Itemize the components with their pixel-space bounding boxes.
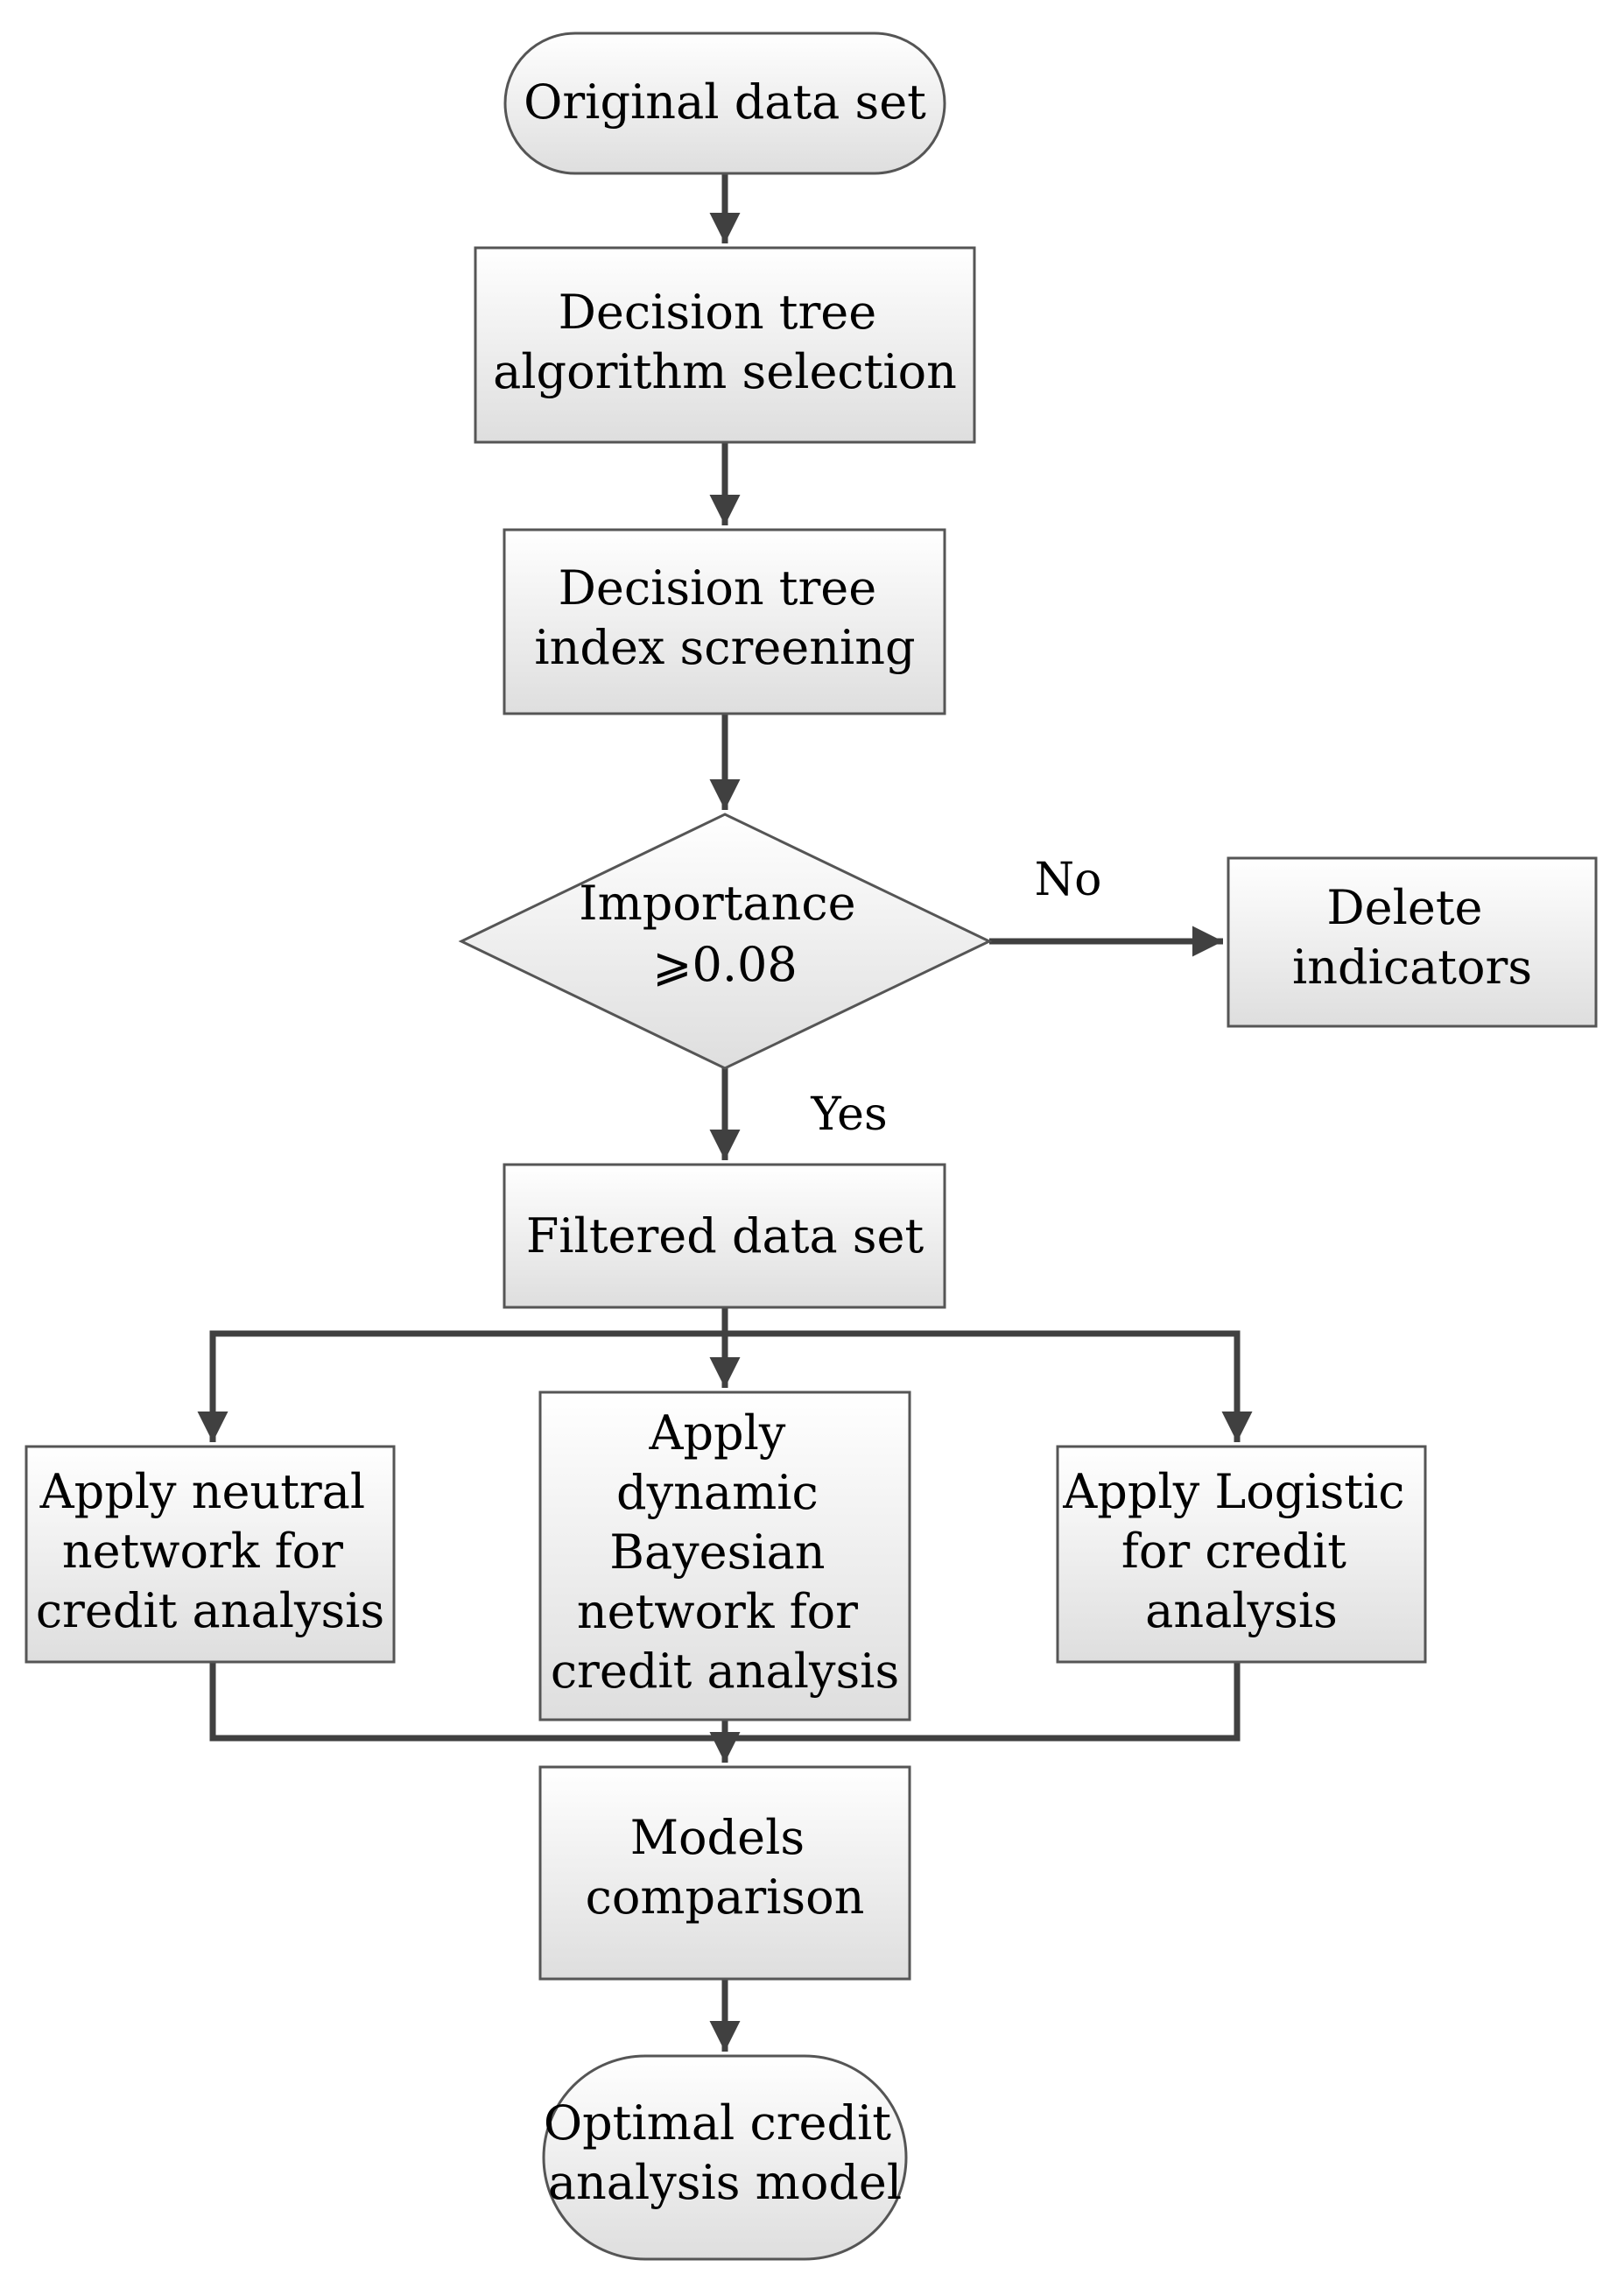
bayesian-network-line-1: Apply — [648, 1405, 785, 1461]
algorithm-selection-line-2: algorithm selection — [493, 344, 957, 399]
bayesian-network-box — [538, 1390, 911, 1721]
connectors — [197, 173, 1253, 2052]
optimal-model-line-1: Optimal credit — [544, 2095, 891, 2151]
line-neural-to-merge — [209, 1662, 725, 1742]
models-comparison-box — [538, 1765, 911, 1981]
models-comparison-line-2: comparison — [586, 1869, 865, 1925]
bayesian-network-line-5: credit analysis — [551, 1644, 899, 1699]
delete-indicators-box — [1227, 856, 1598, 1028]
no-branch-label: No — [1035, 854, 1102, 906]
index-screening-box — [503, 528, 946, 715]
importance-decision-line-2: ⩾0.08 — [652, 937, 797, 992]
models-comparison-line-1: Models — [630, 1810, 805, 1865]
algorithm-selection-box — [474, 246, 976, 444]
filtered-data-set-line: Filtered data set — [526, 1208, 924, 1264]
node-labels: Original data set Decision tree algorith… — [36, 74, 1532, 2210]
importance-decision-line-1: Importance — [579, 876, 855, 931]
start-label: Original data set — [524, 74, 926, 130]
optimal-model-terminal — [542, 2054, 908, 2261]
algorithm-selection-label: Decision tree algorithm selection — [493, 285, 957, 399]
logistic-label: Apply Logistic for credit analysis — [1062, 1464, 1419, 1638]
neural-network-box — [25, 1445, 396, 1664]
arrow-split-to-neural — [197, 1330, 725, 1442]
bayesian-network-line-3: Bayesian — [609, 1524, 825, 1580]
bayesian-network-line-4: network for — [577, 1584, 858, 1639]
bayesian-network-line-2: dynamic — [616, 1465, 819, 1520]
yes-branch-label: Yes — [810, 1088, 887, 1141]
index-screening-line-1: Decision tree — [559, 560, 877, 616]
neural-network-line-3: credit analysis — [36, 1583, 384, 1638]
bayesian-network-label: Apply dynamic Bayesian network for credi… — [551, 1405, 899, 1699]
filtered-data-set-box — [503, 1163, 946, 1309]
optimal-model-label: Optimal credit analysis model — [544, 2095, 906, 2210]
arrow-split-to-logistic — [725, 1330, 1253, 1442]
node-shapes — [25, 32, 1598, 2261]
optimal-model-line-2: analysis model — [548, 2155, 902, 2210]
delete-indicators-label: Delete indicators — [1292, 880, 1532, 995]
algorithm-selection-line-1: Decision tree — [559, 285, 877, 340]
filtered-data-set-label: Filtered data set — [526, 1208, 924, 1264]
delete-indicators-line-1: Delete — [1326, 880, 1482, 935]
logistic-box — [1056, 1445, 1427, 1664]
neural-network-label: Apply neutral network for credit analysi… — [36, 1464, 384, 1638]
neural-network-line-1: Apply neutral — [39, 1464, 366, 1519]
importance-decision-diamond — [458, 813, 993, 1070]
delete-indicators-line-2: indicators — [1292, 940, 1532, 995]
line-logistic-to-merge — [725, 1662, 1241, 1742]
logistic-line-3: analysis — [1145, 1583, 1338, 1638]
start-terminal — [503, 32, 946, 175]
start-label-line: Original data set — [524, 74, 926, 130]
importance-decision-label: Importance ⩾0.08 — [579, 876, 870, 992]
index-screening-line-2: index screening — [534, 620, 915, 675]
neural-network-line-2: network for — [62, 1524, 343, 1579]
logistic-line-1: Apply Logistic — [1062, 1464, 1404, 1519]
models-comparison-label: Models comparison — [586, 1810, 865, 1925]
index-screening-label: Decision tree index screening — [534, 560, 915, 675]
logistic-line-2: for credit — [1121, 1524, 1346, 1579]
